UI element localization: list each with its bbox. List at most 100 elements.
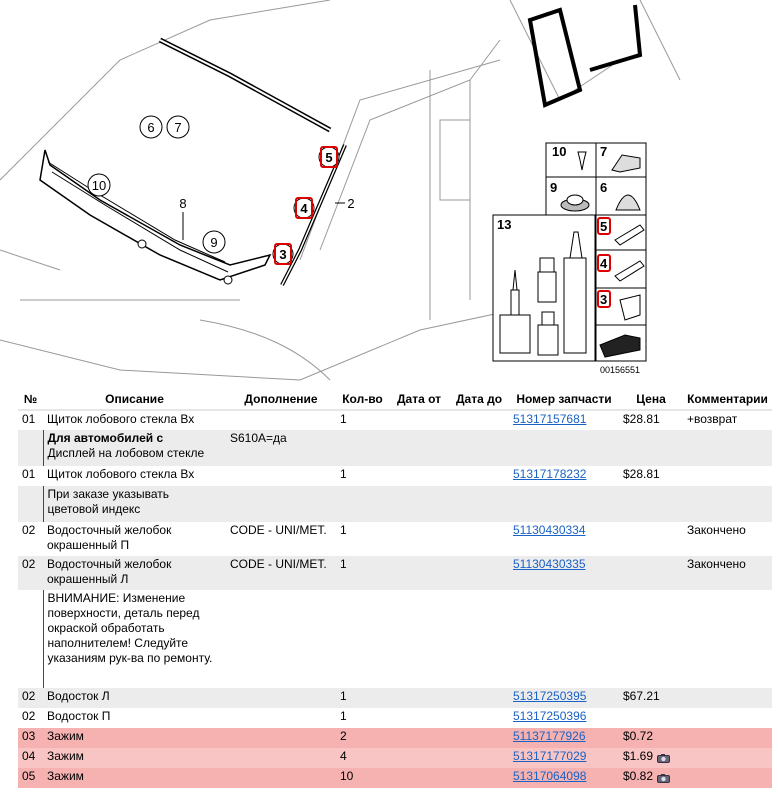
row-comment: +возврат (683, 410, 772, 430)
row-description: Зажим (43, 748, 226, 768)
row-date-from (389, 708, 449, 728)
row-num: 02 (18, 708, 43, 728)
row-date-from (389, 768, 449, 788)
price-value: $1.69 (623, 749, 654, 763)
row-comment (683, 590, 772, 688)
callout-5[interactable]: 5 (318, 146, 340, 168)
row-addition: CODE - UNI/MET. (226, 556, 336, 590)
row-qty (336, 486, 389, 522)
part-number-link[interactable]: 51130430334 (513, 523, 586, 537)
row-comment: Закончено (683, 556, 772, 590)
row-comment (683, 768, 772, 788)
row-addition (226, 466, 336, 486)
row-addition (226, 688, 336, 708)
row-num: 02 (18, 522, 43, 556)
table-row: ВНИМАНИЕ: Изменение поверхности, деталь … (18, 590, 772, 688)
row-part-number: 51317064098 (509, 768, 619, 788)
row-date-to (449, 430, 509, 466)
quarter-window (527, 7, 583, 108)
row-description: Водосточный желобок окрашенный Л (43, 556, 226, 590)
row-description: Водосточный желобок окрашенный П (43, 522, 226, 556)
row-part-number: 51317250396 (509, 708, 619, 728)
row-date-from (389, 748, 449, 768)
row-part-number (509, 430, 619, 466)
row-comment (683, 748, 772, 768)
row-addition (226, 590, 336, 688)
row-price (619, 430, 683, 466)
row-addition (226, 708, 336, 728)
callout-4[interactable]: 4 (293, 197, 315, 219)
svg-text:9: 9 (550, 180, 557, 195)
row-num (18, 430, 43, 466)
price-value: $0.82 (623, 769, 654, 783)
svg-text:6: 6 (600, 180, 607, 195)
col-addition: Дополнение (226, 389, 336, 411)
col-qty: Кол-во (336, 389, 389, 411)
row-comment (683, 486, 772, 522)
row-date-from (389, 728, 449, 748)
svg-text:5: 5 (600, 219, 607, 234)
col-price: Цена (619, 389, 683, 411)
row-part-number: 51130430334 (509, 522, 619, 556)
parts-inset: 10 7 9 6 13 5 4 3 (492, 142, 647, 362)
part-number-link[interactable]: 51137177926 (513, 729, 586, 743)
part-number-link[interactable]: 51317157681 (513, 412, 587, 426)
callout-3[interactable]: 3 (272, 243, 294, 265)
description-text: ВНИМАНИЕ: Изменение поверхности, деталь … (47, 591, 213, 665)
camera-icon[interactable] (657, 752, 671, 764)
row-date-to (449, 688, 509, 708)
part-number-link[interactable]: 51317177029 (513, 749, 587, 763)
part-number-link[interactable]: 51317250396 (513, 709, 587, 723)
row-part-number: 51317177029 (509, 748, 619, 768)
description-text: Водосток Л (47, 689, 110, 703)
row-qty: 4 (336, 748, 389, 768)
svg-text:4: 4 (600, 256, 608, 271)
part-number-link[interactable]: 51317178232 (513, 467, 587, 481)
row-description: Зажим (43, 768, 226, 788)
cowl-panel (39, 149, 272, 281)
description-text: Зажим (47, 729, 84, 743)
row-part-number: 51317157681 (509, 410, 619, 430)
col-comments: Комментарии (683, 389, 772, 411)
part-number-link[interactable]: 51317250395 (513, 689, 587, 703)
row-description: Зажим (43, 728, 226, 748)
row-part-number (509, 590, 619, 688)
callout-7: 7 (166, 115, 190, 139)
label-8: 8 (179, 196, 186, 211)
row-part-number: 51317250395 (509, 688, 619, 708)
part-number-link[interactable]: 51130430335 (513, 557, 586, 571)
label-2: 2 (347, 196, 354, 211)
row-date-to (449, 708, 509, 728)
camera-icon[interactable] (657, 772, 671, 784)
row-date-from (389, 590, 449, 688)
row-qty (336, 430, 389, 466)
row-description: При заказе указывать цветовой индекс (42, 486, 226, 522)
description-text: Зажим (47, 769, 84, 783)
description-text: Водосточный желобок окрашенный Л (47, 557, 172, 586)
svg-text:10: 10 (552, 144, 566, 159)
row-qty: 10 (336, 768, 389, 788)
row-date-to (449, 556, 509, 590)
row-qty: 1 (336, 708, 389, 728)
svg-text:6: 6 (147, 120, 154, 135)
parts-diagram: 6 7 10 8 9 5 4 2 3 10 7 9 6 13 5 4 3 (0, 0, 778, 385)
row-num: 01 (18, 410, 43, 430)
row-comment (683, 708, 772, 728)
part-number-link[interactable]: 51317064098 (513, 769, 587, 783)
row-description: ВНИМАНИЕ: Изменение поверхности, деталь … (42, 590, 226, 688)
row-part-number (509, 486, 619, 522)
row-num: 01 (18, 466, 43, 486)
row-price: $0.82 (619, 768, 683, 788)
row-qty (336, 590, 389, 688)
row-part-number: 51130430335 (509, 556, 619, 590)
price-value: $0.72 (623, 729, 654, 743)
parts-table: № Описание Дополнение Кол-во Дата от Дат… (18, 389, 772, 788)
description-text: Водосточный желобок окрашенный П (47, 523, 172, 552)
row-comment (683, 430, 772, 466)
